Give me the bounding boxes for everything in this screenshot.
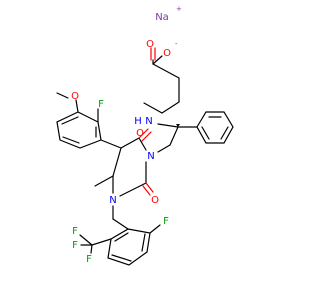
bond xyxy=(120,137,140,149)
bond xyxy=(112,147,122,177)
carboxylate-charge: - xyxy=(175,40,178,48)
aryl-fluorine-right: F xyxy=(163,216,169,227)
bond xyxy=(138,128,149,139)
bond xyxy=(201,126,210,140)
bond xyxy=(112,218,129,230)
ring-oxygen-top: O xyxy=(136,128,144,139)
wedge-bond xyxy=(176,124,180,127)
bond xyxy=(56,92,69,99)
bond xyxy=(141,233,146,252)
ring-nitrogen-3: N xyxy=(147,151,154,162)
bond xyxy=(169,126,179,146)
bond xyxy=(91,238,112,246)
bond xyxy=(149,224,161,234)
benzyl-stereocenter xyxy=(169,124,198,146)
bond xyxy=(111,254,132,262)
sodium-label: Na xyxy=(155,12,169,23)
aryl-fluorine-top: F xyxy=(98,99,104,110)
bond xyxy=(79,234,93,246)
phenyl-ring xyxy=(196,111,234,144)
sodium-charge: + xyxy=(176,5,182,13)
methoxy-oxygen: O xyxy=(71,91,79,102)
bond xyxy=(152,55,163,65)
bond xyxy=(100,139,122,149)
amine-hydrogen: H xyxy=(134,116,142,127)
cf3-fluorine-1: F xyxy=(72,226,78,237)
molecule-structure: Na + O O - H N N N xyxy=(56,5,234,266)
bond xyxy=(119,182,147,197)
amine-nitrogen: N xyxy=(145,116,152,127)
bond xyxy=(94,175,114,187)
bond xyxy=(220,126,229,140)
bond xyxy=(161,101,180,114)
bond xyxy=(152,63,180,79)
bond xyxy=(143,102,163,114)
carboxylate-oxygen-top: O xyxy=(146,39,154,50)
bond xyxy=(90,244,93,254)
bond xyxy=(157,123,179,128)
ring-outline xyxy=(196,111,234,144)
cf3-fluorine-3: F xyxy=(86,254,92,265)
fluoro-trifluoromethyl-benzyl: F F F F xyxy=(72,205,169,266)
carboxylate-oxygen-right: O xyxy=(163,48,171,59)
bond xyxy=(141,131,152,142)
bond xyxy=(157,144,171,153)
pyrimidinedione-ring: N N O O xyxy=(94,128,159,206)
bond xyxy=(61,116,79,125)
ring-outline xyxy=(107,228,151,266)
alkyl-chain xyxy=(143,77,180,114)
bond xyxy=(145,182,154,193)
bond xyxy=(142,185,151,196)
ring-nitrogen-1: N xyxy=(109,195,116,206)
bond xyxy=(114,232,129,242)
structure-svg: Na + O O - H N N N xyxy=(56,5,234,266)
bond xyxy=(62,136,80,144)
bond xyxy=(75,99,79,113)
amine-group: H N xyxy=(134,116,179,128)
carboxylate-group: O O - xyxy=(146,39,180,79)
bond xyxy=(138,137,147,151)
fluoromethoxyphenyl-ring: F O xyxy=(56,91,122,149)
cf3-fluorine-2: F xyxy=(72,240,78,251)
ring-oxygen-bottom: O xyxy=(151,195,159,206)
